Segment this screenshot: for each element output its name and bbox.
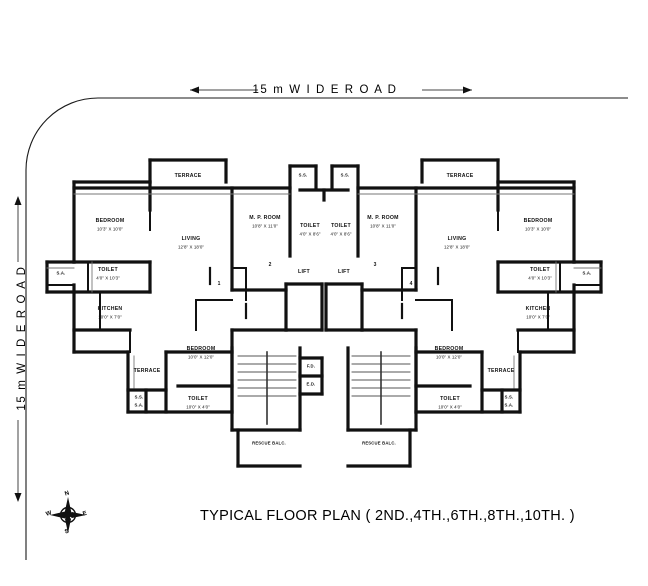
room-label-terrace-top-right: TERRACE [446,173,474,180]
room-dim-living-left: 12'8" X 18'0" [177,244,205,250]
door-marker-2: 2 [268,262,272,269]
room-label-toilet-core-right: TOILET [331,223,351,230]
staircase-treads [237,355,411,397]
room-label-bedroom-top-left: BEDROOM [95,218,125,225]
room-dim-toilet-bottom-left: 10'0" X 4'0" [186,404,210,410]
room-dim-kitchen-left: 10'0" X 7'0" [98,314,122,320]
room-dim-toilet-core-right: 4'0" X 8'6" [330,231,352,237]
shaft-label-sa-bottom-left: S.A. [134,402,144,408]
room-dim-toilet-right: 4'0" X 10'3" [528,275,552,281]
shaft-label-ss-core-left: S.S. [298,172,308,178]
room-label-bedroom-top-right: BEDROOM [523,218,553,225]
room-label-toilet-right: TOILET [530,267,550,274]
room-dim-bedroom-bottom-left: 10'0" X 12'0" [187,354,215,360]
room-dim-toilet-core-left: 4'0" X 8'6" [299,231,321,237]
site-boundary-line [25,97,628,560]
road-label-left: 15 m W I D E R O A D [16,265,28,411]
room-label-toilet-core-left: TOILET [300,223,320,230]
room-dim-toilet-bottom-right: 10'0" X 4'0" [438,404,462,410]
room-dim-toilet-left: 4'0" X 10'3" [96,275,120,281]
shaft-label-sa-mid-left: S.A. [56,270,66,276]
room-label-terrace-top-left: TERRACE [174,173,202,180]
room-label-toilet-bottom-left: TOILET [188,396,208,403]
door-marker-3: 3 [373,262,377,269]
shaft-label-sa-mid-right: S.A. [582,270,592,276]
room-label-mp-room-right: M. P. ROOM [367,215,399,222]
room-label-lift-right: LIFT [338,269,350,276]
road-arrow-left [14,196,22,502]
room-dim-kitchen-right: 10'0" X 7'0" [526,314,550,320]
room-label-toilet-bottom-right: TOILET [440,396,460,403]
room-dim-bedroom-top-left: 10'3" X 10'0" [96,226,124,232]
door-marker-1: 1 [217,281,221,288]
shaft-label-ss-core-right: S.S. [340,172,350,178]
shaft-label-ss-bottom-left: S.S. [134,394,144,400]
room-label-toilet-left: TOILET [98,267,118,274]
compass-rose: N S E W [45,490,90,537]
room-label-terrace-bottom-right: TERRACE [487,368,515,375]
shaft-label-sa-bottom-right: S.A. [504,402,514,408]
road-arrow-top [190,86,472,94]
room-label-terrace-bottom-left: TERRACE [133,368,161,375]
room-dim-living-right: 12'8" X 18'0" [443,244,471,250]
room-label-bedroom-bottom-left: BEDROOM [186,346,216,353]
shaft-label-ss-bottom-right: S.S. [504,394,514,400]
door-marker-4: 4 [409,281,413,288]
room-dim-mp-room-right: 10'8" X 11'0" [370,223,396,229]
building-walls [45,158,603,468]
room-dim-bedroom-top-right: 10'3" X 10'0" [524,226,552,232]
door-label-exit-door: E.D. [306,381,316,387]
room-label-kitchen-left: KITCHEN [97,306,123,313]
room-label-kitchen-right: KITCHEN [525,306,551,313]
room-label-rescue-balcony-left: RESCUE BALC. [252,440,286,446]
room-dim-bedroom-bottom-right: 10'0" X 12'0" [435,354,463,360]
page-title: TYPICAL FLOOR PLAN ( 2ND.,4TH.,6TH.,8TH.… [200,508,575,524]
room-label-mp-room-left: M. P. ROOM [249,215,281,222]
door-label-fire-door: F.D. [306,363,316,369]
room-label-living-left: LIVING [181,236,201,243]
room-label-lift-left: LIFT [298,269,310,276]
room-label-bedroom-bottom-right: BEDROOM [434,346,464,353]
room-label-rescue-balcony-right: RESCUE BALC. [362,440,396,446]
road-label-top: 15 m W I D E R O A D [252,84,398,96]
room-label-living-right: LIVING [447,236,467,243]
room-dim-mp-room-left: 10'8" X 11'0" [252,223,278,229]
